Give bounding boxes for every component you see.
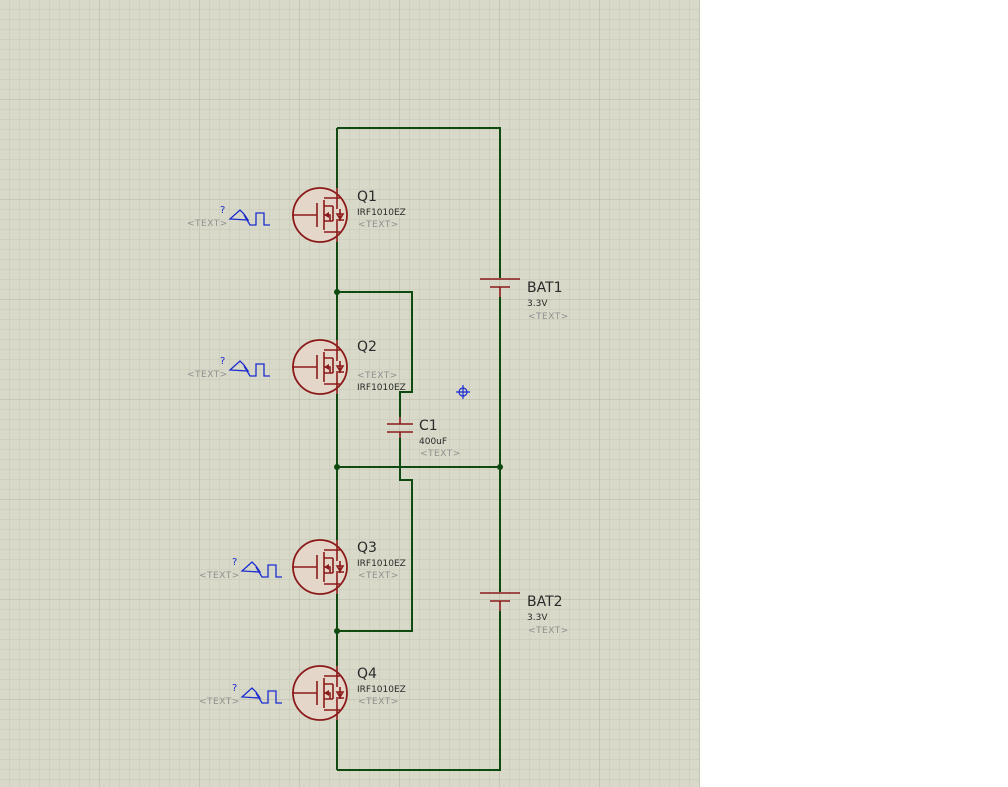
g2-text: <TEXT> bbox=[187, 370, 228, 380]
mosfet-q1[interactable]: Q1 IRF1010EZ <TEXT> bbox=[291, 187, 406, 243]
generator-g4[interactable]: ? <TEXT> bbox=[199, 683, 283, 707]
q3-ref: Q3 bbox=[357, 540, 377, 556]
g3-text: <TEXT> bbox=[199, 571, 240, 581]
mosfet-q3[interactable]: Q3 IRF1010EZ <TEXT> bbox=[291, 539, 406, 595]
junction-dots bbox=[334, 289, 503, 634]
q1-value: IRF1010EZ bbox=[357, 208, 406, 218]
crosshair-cursor-icon bbox=[456, 385, 470, 399]
c1-ref: C1 bbox=[419, 418, 438, 434]
bat1-text: <TEXT> bbox=[528, 312, 569, 322]
g1-mark: ? bbox=[220, 205, 225, 216]
g1-text: <TEXT> bbox=[187, 219, 228, 229]
bat1-value: 3.3V bbox=[527, 299, 548, 309]
generator-g3[interactable]: ? <TEXT> bbox=[199, 557, 283, 581]
wires bbox=[336, 127, 501, 771]
c1-text: <TEXT> bbox=[420, 449, 461, 459]
mosfet-q2[interactable]: Q2 <TEXT> IRF1010EZ bbox=[291, 339, 406, 395]
generator-g2[interactable]: ? <TEXT> bbox=[187, 356, 271, 380]
q3-value: IRF1010EZ bbox=[357, 559, 406, 569]
q4-ref: Q4 bbox=[357, 666, 377, 682]
bat2-text: <TEXT> bbox=[528, 626, 569, 636]
mosfet-q4[interactable]: Q4 IRF1010EZ <TEXT> bbox=[291, 665, 406, 721]
battery-bat1[interactable]: BAT1 3.3V <TEXT> bbox=[480, 278, 569, 322]
q1-text: <TEXT> bbox=[358, 220, 399, 230]
white-margin bbox=[700, 0, 1008, 787]
capacitor-c1[interactable]: C1 400uF <TEXT> bbox=[387, 417, 461, 459]
g4-mark: ? bbox=[232, 683, 237, 694]
bat2-value: 3.3V bbox=[527, 613, 548, 623]
q4-text: <TEXT> bbox=[358, 697, 399, 707]
battery-bat2[interactable]: BAT2 3.3V <TEXT> bbox=[480, 592, 569, 636]
q2-text: <TEXT> bbox=[357, 371, 398, 381]
bat2-ref: BAT2 bbox=[527, 594, 563, 610]
g2-mark: ? bbox=[220, 356, 225, 367]
g3-mark: ? bbox=[232, 557, 237, 568]
q1-ref: Q1 bbox=[357, 189, 377, 205]
g4-text: <TEXT> bbox=[199, 697, 240, 707]
generator-g1[interactable]: ? <TEXT> bbox=[187, 205, 271, 229]
q4-value: IRF1010EZ bbox=[357, 685, 406, 695]
grid-lines bbox=[0, 0, 700, 787]
q2-ref: Q2 bbox=[357, 339, 377, 355]
q3-text: <TEXT> bbox=[358, 571, 399, 581]
q2-value: IRF1010EZ bbox=[357, 383, 406, 393]
bat1-ref: BAT1 bbox=[527, 280, 563, 296]
c1-value: 400uF bbox=[419, 437, 447, 447]
